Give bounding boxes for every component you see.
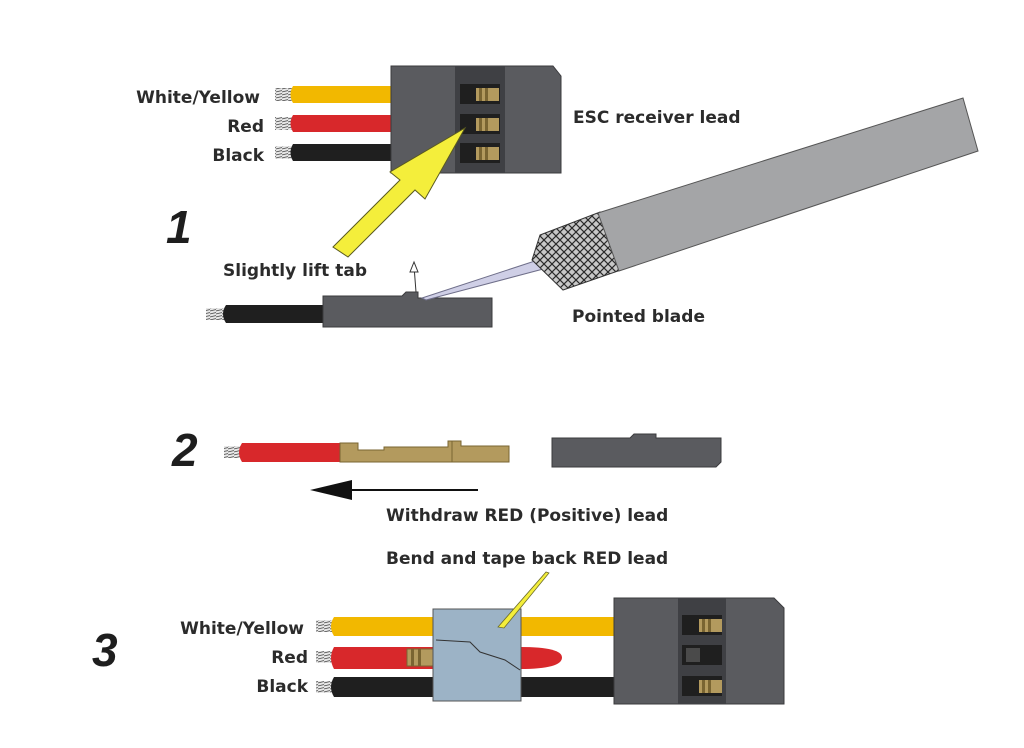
label-lift-tab: Slightly lift tab xyxy=(223,261,367,281)
pointer-arrow-icon xyxy=(332,126,467,258)
label-bend-tape: Bend and tape back RED lead xyxy=(386,549,668,569)
label-red: Red xyxy=(271,648,308,668)
connector-side-view xyxy=(206,291,493,328)
label-white-yellow: White/Yellow xyxy=(136,88,260,108)
label-white-yellow: White/Yellow xyxy=(180,619,304,639)
white-yellow-wire xyxy=(275,86,393,103)
empty-connector-housing xyxy=(551,433,722,468)
label-black: Black xyxy=(256,677,308,697)
pointer-line-icon xyxy=(497,571,550,629)
red-lead-withdrawn xyxy=(224,440,510,463)
label-red: Red xyxy=(227,117,264,137)
label-esc-receiver-lead: ESC receiver lead xyxy=(573,108,741,128)
step-1-number: 1 xyxy=(166,201,192,253)
step-3-number: 3 xyxy=(92,624,118,676)
label-black: Black xyxy=(212,146,264,166)
red-wire xyxy=(275,115,393,132)
pointed-blade-knife xyxy=(420,97,979,301)
label-withdraw: Withdraw RED (Positive) lead xyxy=(386,506,668,526)
black-wire xyxy=(275,144,393,161)
label-pointed-blade: Pointed blade xyxy=(572,307,705,327)
brass-pin xyxy=(476,88,499,101)
brass-pin xyxy=(699,680,722,693)
withdraw-arrow-icon xyxy=(310,480,478,500)
brass-pin xyxy=(699,619,722,632)
step-2-number: 2 xyxy=(171,424,198,476)
brass-pin xyxy=(476,118,499,131)
lift-arrow-icon xyxy=(409,260,419,293)
esc-connector xyxy=(613,597,785,705)
brass-pin xyxy=(476,147,499,160)
